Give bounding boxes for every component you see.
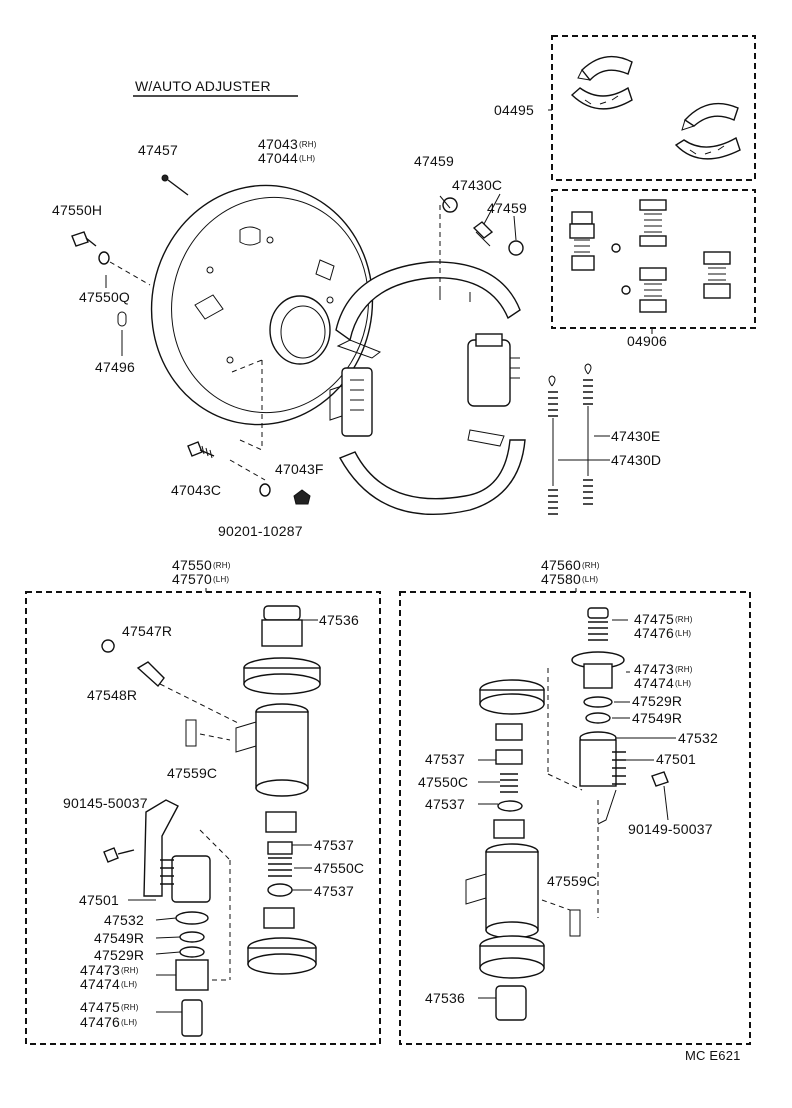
left-adjuster-assembly [143, 799, 211, 1037]
left-label-47473: 47473(RH) [80, 962, 139, 978]
left-label-47532: 47532 [104, 912, 144, 928]
left-label-47550C: 47550C [314, 860, 365, 876]
right-label-47537-upper: 47537 [425, 751, 465, 767]
right-label-47532: 47532 [678, 730, 718, 746]
part-label-47496: 47496 [95, 359, 135, 375]
right-label-47474: 47474(LH) [634, 675, 692, 691]
left-label-47547R: 47547R [122, 623, 173, 639]
part-label-47550H: 47550H [52, 202, 103, 218]
left-label-47529R: 47529R [94, 947, 145, 963]
part-label-04906: 04906 [627, 333, 667, 349]
left-label-47475: 47475(RH) [80, 999, 139, 1015]
left-cylinder-box [25, 591, 381, 1045]
part-label-47043: 47043(RH) [258, 136, 317, 152]
left-label-47537-upper: 47537 [314, 837, 354, 853]
left-label-47501: 47501 [79, 892, 119, 908]
right-label-47559C: 47559C [547, 873, 598, 889]
part-label-47043F: 47043F [275, 461, 324, 477]
part-label-47043C: 47043C [171, 482, 222, 498]
right-label-47501: 47501 [656, 751, 696, 767]
left-label-47536: 47536 [319, 612, 359, 628]
brake-shoe-kit-drawing [570, 55, 741, 160]
left-cylinder-parts [235, 605, 321, 975]
part-label-47430D: 47430D [611, 452, 662, 468]
left-label-47559C: 47559C [167, 765, 218, 781]
part-label-47044: 47044(LH) [258, 150, 316, 166]
shoe-kit-box [551, 35, 756, 181]
backing-plate-drawing [150, 184, 374, 426]
adjuster-mechanism [329, 367, 373, 437]
part-label-90201-10287: 90201-10287 [218, 523, 303, 539]
part-label-47457: 47457 [138, 142, 178, 158]
diagram-title: W/AUTO ADJUSTER [135, 78, 271, 94]
part-label-04495: 04495 [494, 102, 534, 118]
part-label-47580: 47580(LH) [541, 571, 599, 587]
right-label-47475: 47475(RH) [634, 611, 693, 627]
part-label-47550: 47550(RH) [172, 557, 231, 573]
right-label-47550C: 47550C [418, 774, 469, 790]
right-cylinder-box [399, 591, 751, 1045]
return-springs [548, 363, 593, 515]
left-label-47474: 47474(LH) [80, 976, 138, 992]
diagram-code: MC E621 [685, 1048, 741, 1063]
right-label-47549R: 47549R [632, 710, 683, 726]
part-label-47459-upper: 47459 [414, 153, 454, 169]
left-label-47548R: 47548R [87, 687, 138, 703]
part-label-47560: 47560(RH) [541, 557, 600, 573]
left-label-47537-lower: 47537 [314, 883, 354, 899]
right-label-47473: 47473(RH) [634, 661, 693, 677]
part-label-47459-lower: 47459 [487, 200, 527, 216]
right-label-47529R: 47529R [632, 693, 683, 709]
part-label-47550Q: 47550Q [79, 289, 131, 305]
cylinder-kit-drawing [569, 199, 731, 313]
part-label-47430C: 47430C [452, 177, 503, 193]
left-label-90145-50037: 90145-50037 [63, 795, 148, 811]
right-label-90149-50037: 90149-50037 [628, 821, 713, 837]
wheel-cylinder-upper [467, 333, 520, 407]
right-cylinder-parts [465, 607, 669, 1021]
right-label-47476: 47476(LH) [634, 625, 692, 641]
part-label-47430E: 47430E [611, 428, 661, 444]
part-label-47570: 47570(LH) [172, 571, 230, 587]
left-label-47476: 47476(LH) [80, 1014, 138, 1030]
brake-shoe-lower [339, 429, 526, 516]
cylinder-kit-box [551, 189, 756, 329]
right-label-47536: 47536 [425, 990, 465, 1006]
left-label-47549R: 47549R [94, 930, 145, 946]
brake-shoe-upper [335, 261, 521, 359]
right-label-47537-lower: 47537 [425, 796, 465, 812]
